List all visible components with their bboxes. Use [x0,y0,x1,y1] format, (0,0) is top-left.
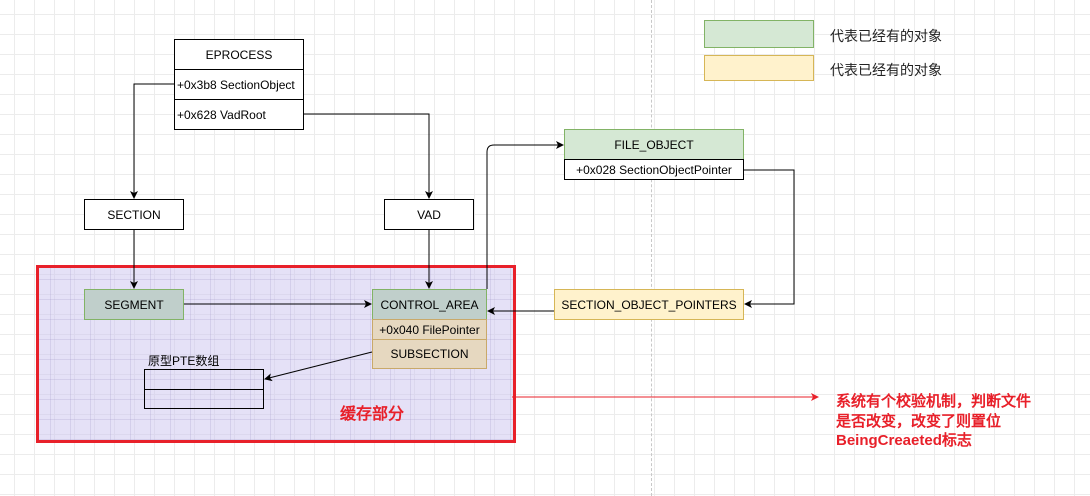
eprocess-field-vadroot[interactable]: +0x628 VadRoot [174,99,304,130]
eprocess-field-sectionobject[interactable]: +0x3b8 SectionObject [174,69,304,100]
annotation-line-2: 是否改变，改变了则置位 [836,412,1002,430]
legend-swatch-green [704,20,814,48]
section-object-pointers-node[interactable]: SECTION_OBJECT_POINTERS [554,289,744,320]
file-object-field-sectionobjectpointer[interactable]: +0x028 SectionObjectPointer [564,159,744,180]
edge-filepointer-to-fileobject [486,141,564,289]
eprocess-title[interactable]: EPROCESS [174,39,304,70]
legend-swatch-yellow [704,55,814,81]
segment-node[interactable]: SEGMENT [84,289,184,320]
pte-array-label: 原型PTE数组 [148,354,220,368]
edge-vadroot-to-vad [304,113,433,199]
pte-array-row[interactable] [144,389,264,409]
legend-label-yellow: 代表已经有的对象 [830,62,942,78]
page-divider [651,0,652,496]
annotation-line-3: BeingCreaeted标志 [836,432,972,449]
edge-sectionobjectpointer-to-sop [744,169,795,308]
legend-label-green: 代表已经有的对象 [830,28,942,44]
control-area-subsection[interactable]: SUBSECTION [372,339,487,369]
section-node[interactable]: SECTION [84,199,184,230]
annotation-text: 系统有个校验机制，判断文件 是否改变，改变了则置位 BeingCreaeted标… [836,391,1031,451]
edge-sectionobject-to-section [130,83,174,199]
cache-region-label: 缓存部分 [340,404,405,423]
control-area-field-filepointer[interactable]: +0x040 FilePointer [372,319,487,340]
annotation-line-1: 系统有个校验机制，判断文件 [836,392,1032,410]
edge-subsection-to-pte [264,351,373,382]
vad-node[interactable]: VAD [384,199,474,230]
